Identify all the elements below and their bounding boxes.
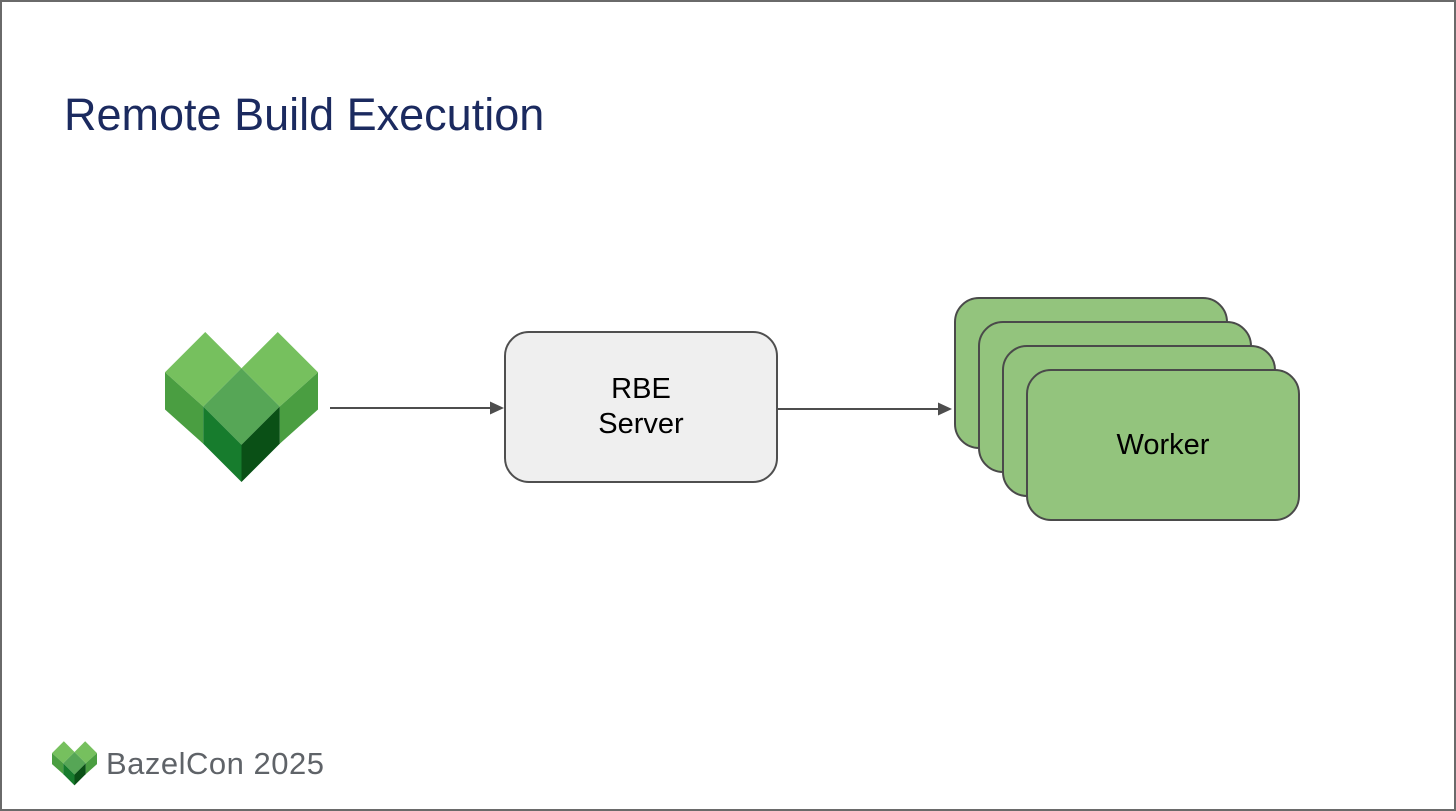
worker-box-front: Worker (1026, 369, 1300, 521)
arrow-client-to-server-icon (330, 401, 504, 415)
rbe-server-node: RBE Server (504, 331, 778, 483)
slide-title: Remote Build Execution (64, 89, 545, 140)
rbe-server-label: RBE Server (598, 373, 684, 440)
bazel-logo-icon (165, 332, 318, 482)
worker-label: Worker (1116, 428, 1210, 461)
footer-brand: BazelCon 2025 (52, 741, 325, 786)
arrow-server-to-workers-icon (778, 402, 952, 416)
footer-brand-text: BazelCon 2025 (106, 745, 325, 781)
bazelcon-logo-icon (52, 741, 97, 786)
